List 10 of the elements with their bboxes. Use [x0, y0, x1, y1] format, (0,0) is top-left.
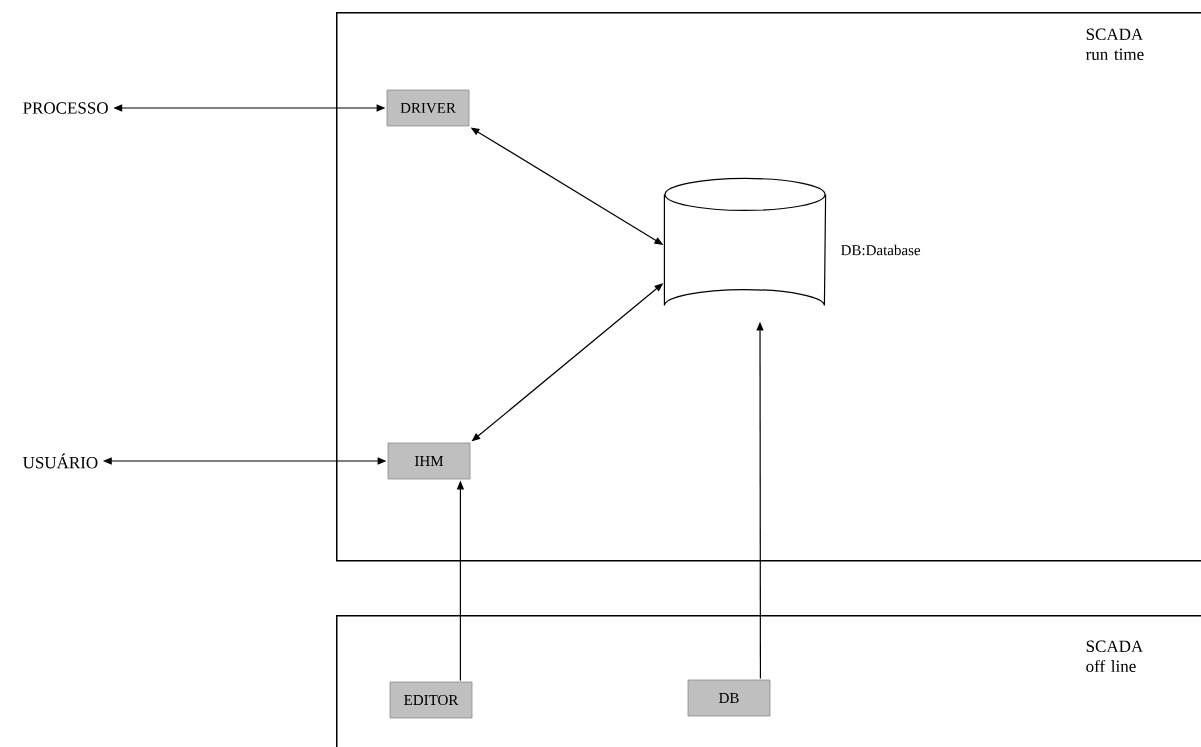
frame-heading: SCADA run time — [1085, 28, 1144, 61]
database-label: DB:Database — [841, 244, 921, 256]
actor-label: USUÁRIO — [22, 453, 98, 469]
actor-label: PROCESSO — [23, 102, 108, 114]
module-box: EDITOR — [389, 681, 473, 719]
module-box: DRIVER — [386, 89, 470, 127]
module-box: DB — [687, 679, 771, 717]
module-box: IHM — [387, 442, 471, 480]
frame-heading: SCADA off line — [1086, 640, 1144, 673]
database-cylinder — [663, 177, 827, 307]
